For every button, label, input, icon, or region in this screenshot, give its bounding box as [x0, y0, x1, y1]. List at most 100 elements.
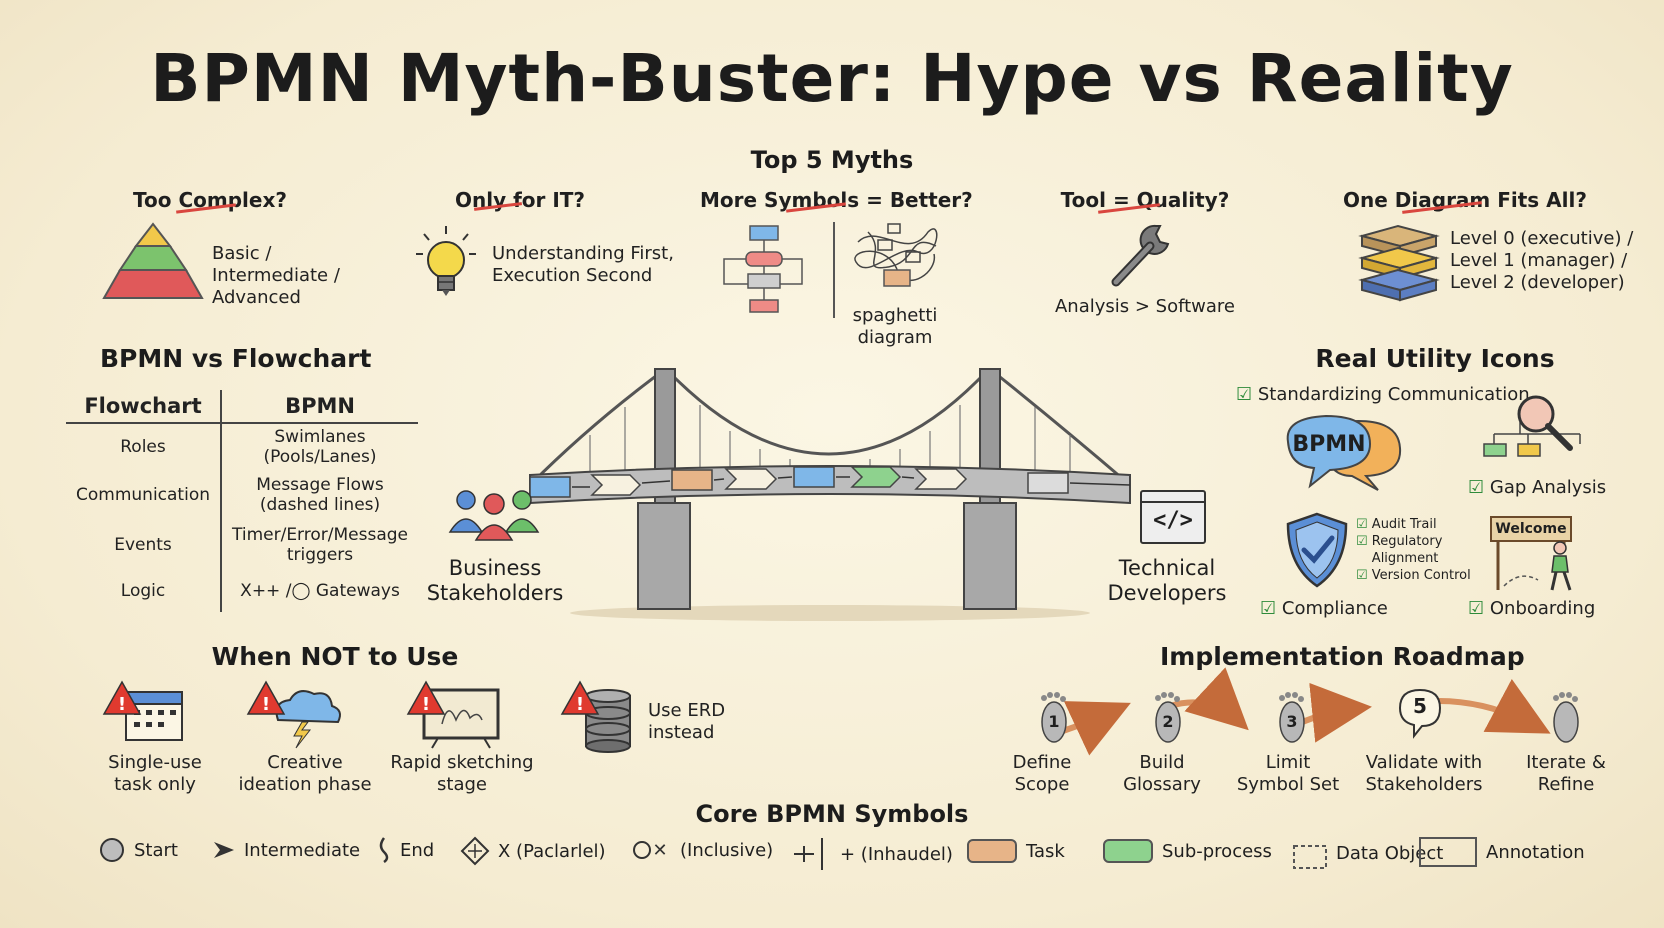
cloud-storm-warning-icon: ! [246, 680, 341, 749]
myth-too-complex: Too Complex? [133, 188, 287, 212]
not-use-creative: Creative ideation phase [238, 752, 372, 795]
task-icon [967, 839, 1017, 863]
list-item: ☑ Regulatory Alignment [1356, 534, 1443, 566]
top-myths-heading: Top 5 Myths [750, 146, 914, 174]
legend-task: Task [966, 836, 1065, 866]
subprocess-icon [1103, 839, 1153, 863]
bridge-illustration [528, 368, 1131, 621]
comparison-col-flowchart: Flowchart [84, 394, 202, 418]
wrench-icon [1111, 224, 1170, 287]
speech-bubble-step-icon [1398, 688, 1442, 739]
code-window-icon: </> [1140, 490, 1206, 544]
people-group-icon [448, 490, 540, 541]
data-object-icon [1293, 845, 1327, 869]
database-warning-icon: ! [560, 680, 631, 753]
legend-subprocess: Sub-process [1102, 836, 1272, 866]
roadmap-step-build-glossary: Build Glossary [1123, 752, 1201, 795]
code-glyph: </> [1153, 508, 1193, 533]
compliance-items-list: ☑ Audit Trail ☑ Regulatory Alignment ☑ V… [1356, 516, 1486, 584]
calendar-warning-icon: ! [102, 680, 183, 741]
utility-heading: Real Utility Icons [1315, 344, 1555, 373]
roadmap-step-limit-symbol-set: Limit Symbol Set [1236, 752, 1340, 795]
bpmn-bubble-text: BPMN [1292, 432, 1366, 457]
plus-gateway-icon [794, 838, 823, 870]
utility-compliance: ☑ Compliance [1260, 598, 1388, 619]
myth-too-complex-note: Basic / Intermediate / Advanced [212, 243, 340, 308]
svg-text:!: ! [576, 694, 584, 715]
speech-bubbles-icon [1286, 414, 1402, 491]
myth-one-diagram-note: Level 0 (executive) / Level 1 (manager) … [1450, 228, 1634, 293]
svg-text:!: ! [262, 694, 270, 715]
not-use-single-use: Single-use task only [108, 752, 202, 795]
clean-flowchart-icon [723, 225, 803, 313]
annotation-icon [1419, 837, 1477, 867]
roadmap-step-validate: Validate with Stakeholders [1365, 752, 1483, 795]
roadmap-step-define-scope: Define Scope [1012, 752, 1072, 795]
list-item: ☑ Audit Trail [1356, 517, 1437, 532]
step-number: 1 [1048, 712, 1060, 731]
footprint-icon [1041, 692, 1067, 743]
legend-plus: + (Inhaudel) [792, 836, 953, 872]
page-title: BPMN Myth-Buster: Hype vs Reality [150, 40, 1514, 117]
step-number: 2 [1162, 712, 1174, 731]
myth-more-symbols: More Symbols = Better? [700, 188, 973, 212]
layered-stack-icon [1358, 224, 1440, 302]
end-event-icon [379, 837, 389, 864]
checkbox-icon: ☑ [1468, 598, 1485, 619]
pyramid-icon [102, 222, 204, 299]
footprint-icon [1155, 692, 1181, 743]
business-stakeholders-label: Business Stakeholders [426, 556, 564, 605]
myth-tool-quality-note: Analysis > Software [1054, 296, 1236, 317]
step-number: 5 [1413, 694, 1427, 718]
inclusive-gateway-icon: ✕ [633, 840, 668, 861]
svg-text:!: ! [118, 694, 126, 715]
utility-onboarding: ☑ Onboarding [1468, 598, 1596, 619]
legend-start: Start [98, 836, 178, 864]
whiteboard-warning-icon: ! [406, 680, 500, 749]
intermediate-event-icon [214, 842, 234, 858]
comparison-heading: BPMN vs Flowchart [100, 344, 372, 373]
legend-parallel: X (Paclarlel) [460, 836, 606, 866]
magnifier-org-chart-icon [1483, 395, 1581, 457]
not-use-rapid-sketching: Rapid sketching stage [390, 752, 534, 795]
checkbox-icon: ☑ [1236, 384, 1253, 405]
symbols-heading: Core BPMN Symbols [695, 800, 969, 828]
lightbulb-icon [416, 226, 476, 296]
svg-text:✕: ✕ [652, 840, 667, 861]
onboarding-person-icon [1496, 540, 1572, 591]
list-item: ☑ Version Control [1356, 568, 1471, 583]
not-use-heading: When NOT to Use [211, 642, 459, 671]
comparison-col-bpmn: BPMN [220, 390, 418, 423]
parallel-gateway-icon [460, 836, 490, 866]
myth-tool-quality: Tool = Quality? [1060, 188, 1230, 212]
footprint-icon [1279, 692, 1305, 743]
checkbox-icon: ☑ [1260, 598, 1277, 619]
legend-end: End [376, 836, 434, 864]
legend-intermediate: Intermediate [212, 836, 360, 864]
svg-text:!: ! [422, 694, 430, 715]
spaghetti-diagram-icon [854, 223, 938, 287]
not-use-erd: Use ERD instead [648, 700, 726, 743]
roadmap-heading: Implementation Roadmap [1160, 642, 1525, 671]
legend-data-object: Data Object [1292, 842, 1443, 872]
legend-annotation: Annotation [1418, 836, 1585, 868]
checkbox-icon: ☑ [1468, 477, 1485, 498]
welcome-sign: Welcome [1490, 516, 1572, 542]
myth-only-for-it-note: Understanding First, Execution Second [492, 243, 674, 286]
divider-line [833, 222, 835, 318]
technical-developers-label: Technical Developers [1107, 556, 1227, 605]
utility-standardizing: ☑ Standardizing Communication [1236, 384, 1530, 405]
myth-one-diagram: One Diagram Fits All? [1343, 188, 1587, 212]
legend-inclusive: ✕ (Inclusive) [632, 836, 773, 864]
roadmap-step-iterate: Iterate & Refine [1526, 752, 1606, 795]
start-event-icon [100, 838, 124, 862]
myth-more-symbols-note: spaghetti diagram [852, 305, 938, 348]
myth-only-for-it: Only for IT? [454, 188, 586, 212]
shield-icon [1286, 512, 1348, 588]
